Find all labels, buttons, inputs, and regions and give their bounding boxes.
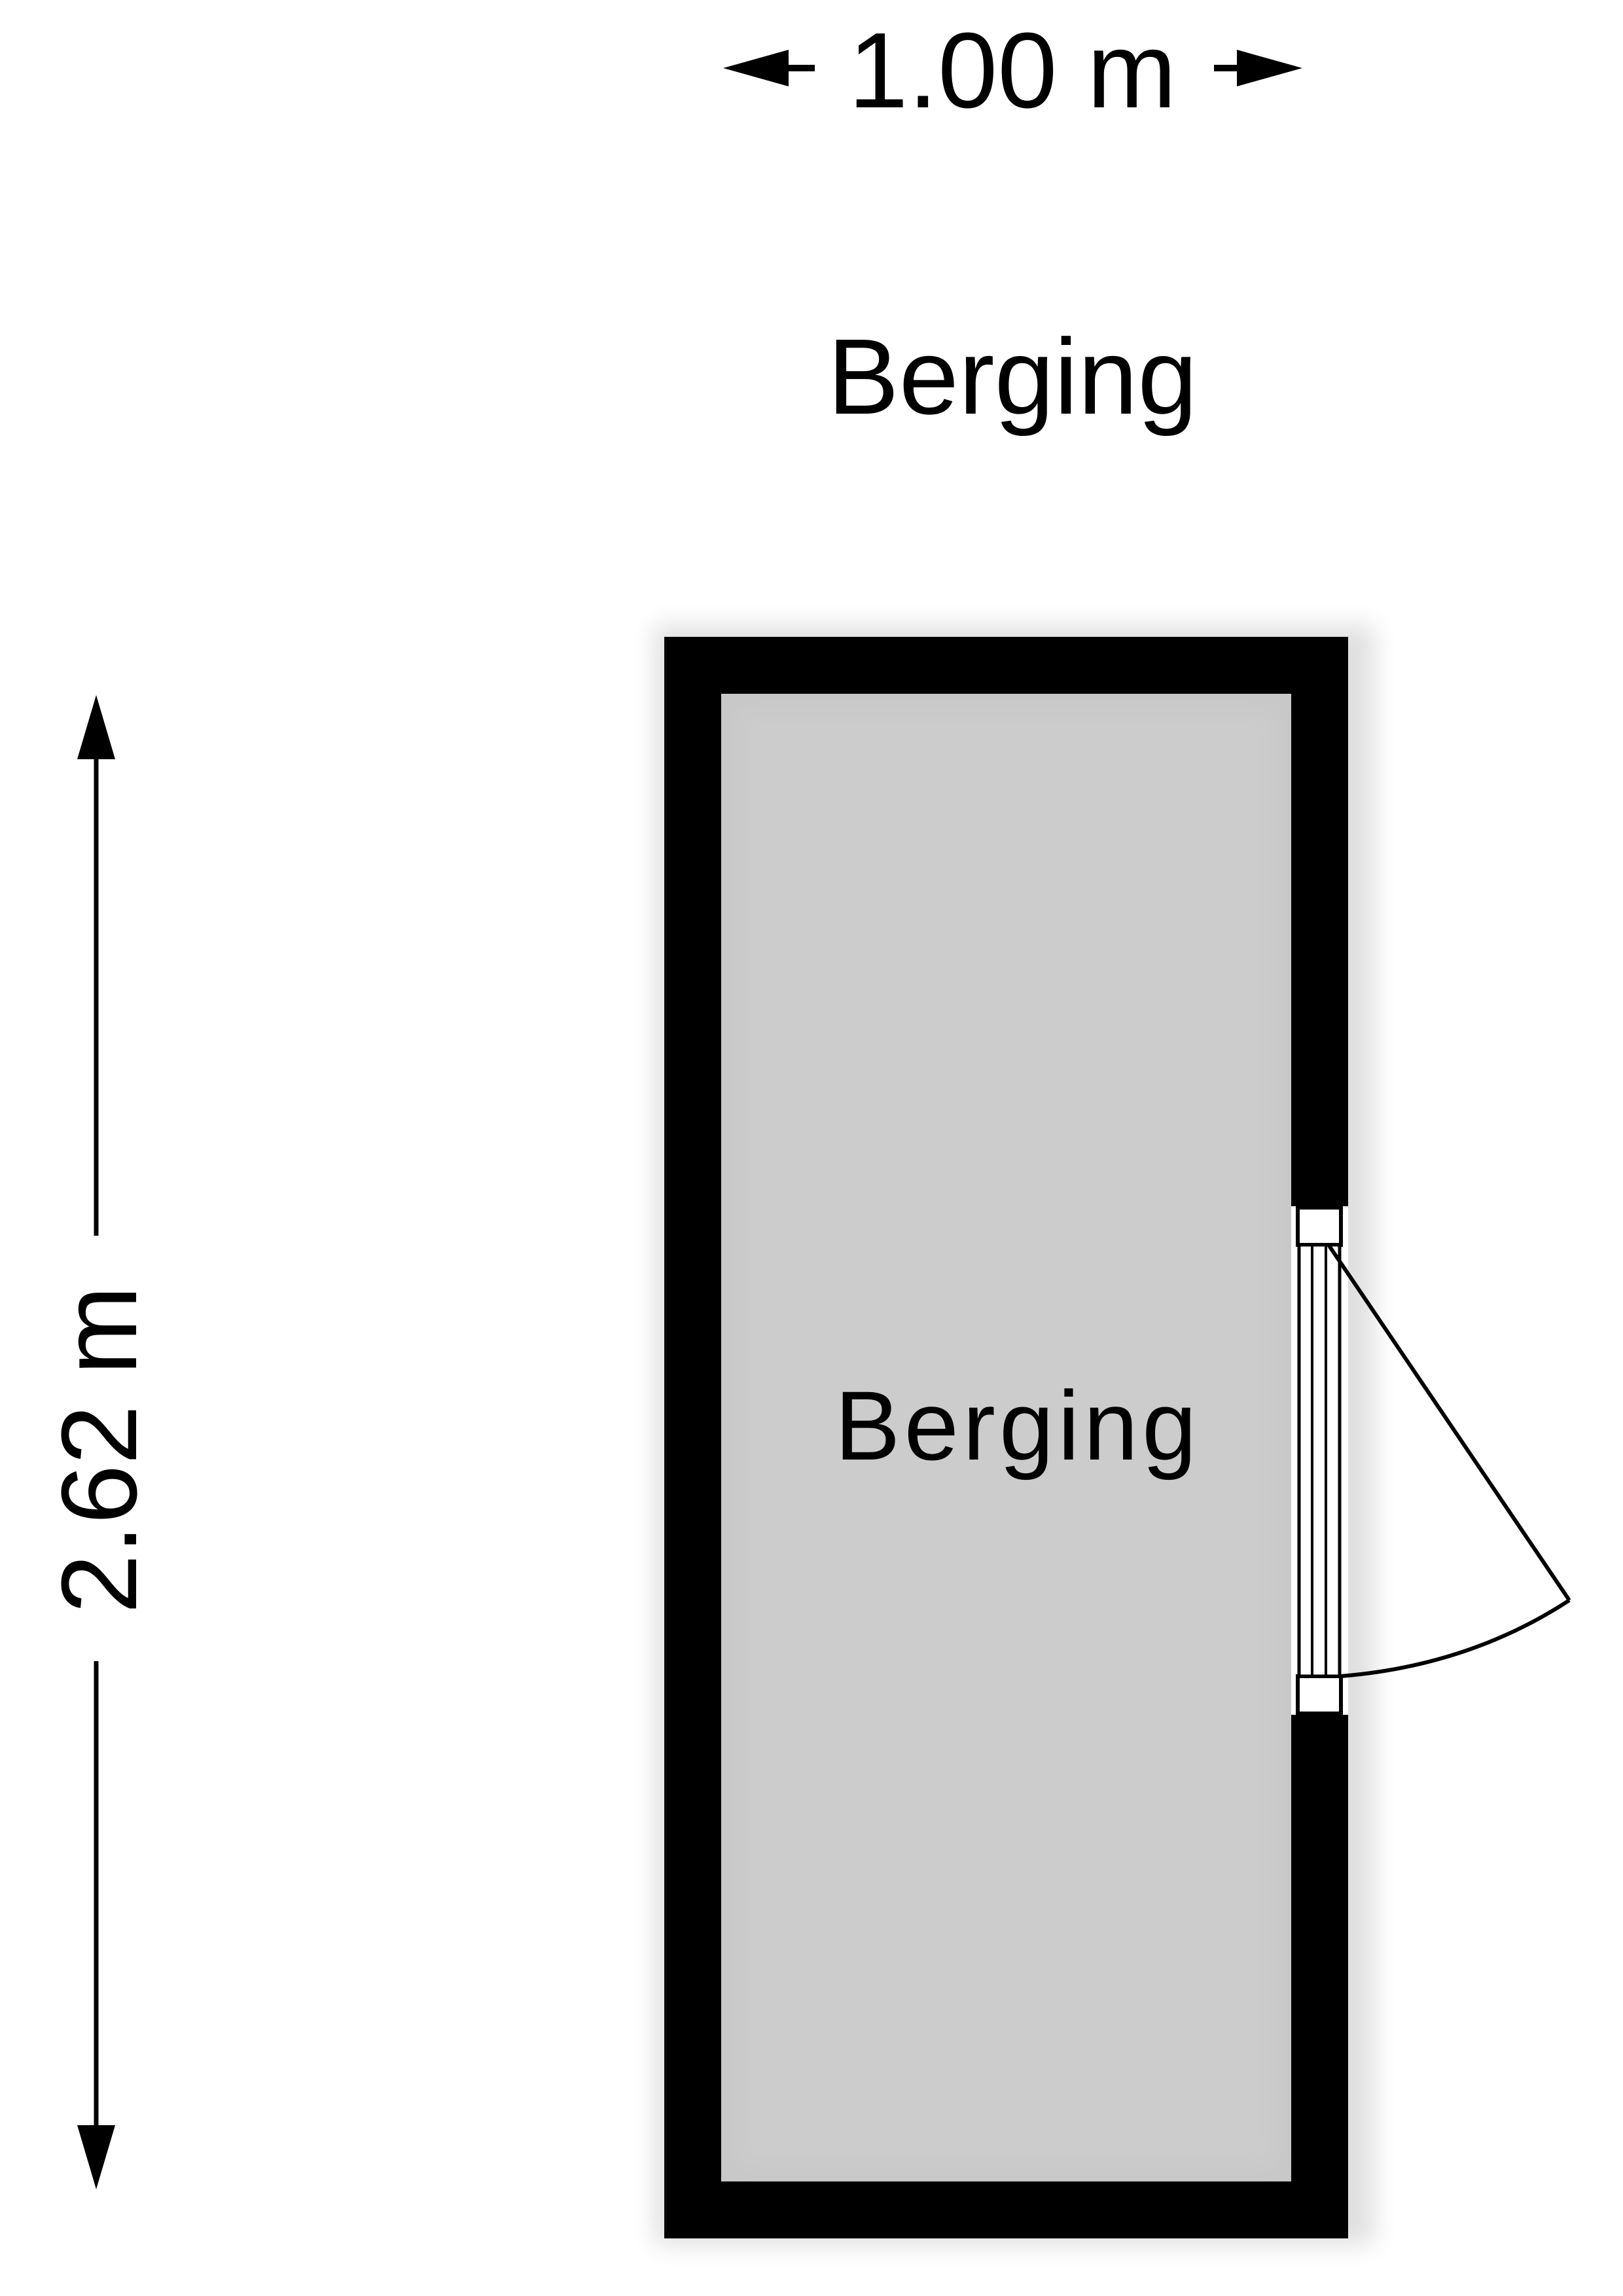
plan-title: Berging bbox=[827, 317, 1197, 437]
height-dimension-label: 2.62 m bbox=[39, 1285, 159, 1613]
width-arrow-left-icon bbox=[723, 50, 789, 86]
height-arrow-top-icon bbox=[77, 695, 115, 759]
width-dimension-label: 1.00 m bbox=[848, 10, 1176, 130]
door-jamb-bottom bbox=[1296, 1674, 1343, 1715]
door-swing-line bbox=[1327, 1244, 1571, 1602]
room-label: Berging bbox=[834, 1371, 1200, 1480]
door-leaf bbox=[1297, 1243, 1342, 1678]
height-dimension: 2.62 m bbox=[39, 695, 159, 2189]
door-swing-arc bbox=[1340, 1598, 1571, 1678]
width-arrow-right-icon bbox=[1237, 50, 1302, 86]
door-jamb-top bbox=[1296, 1206, 1343, 1247]
room-floor-inner bbox=[740, 712, 1273, 2163]
width-dimension: 1.00 m bbox=[723, 10, 1302, 130]
height-arrow-bottom-icon bbox=[77, 2125, 115, 2189]
room-berging: Berging bbox=[654, 625, 1571, 2245]
